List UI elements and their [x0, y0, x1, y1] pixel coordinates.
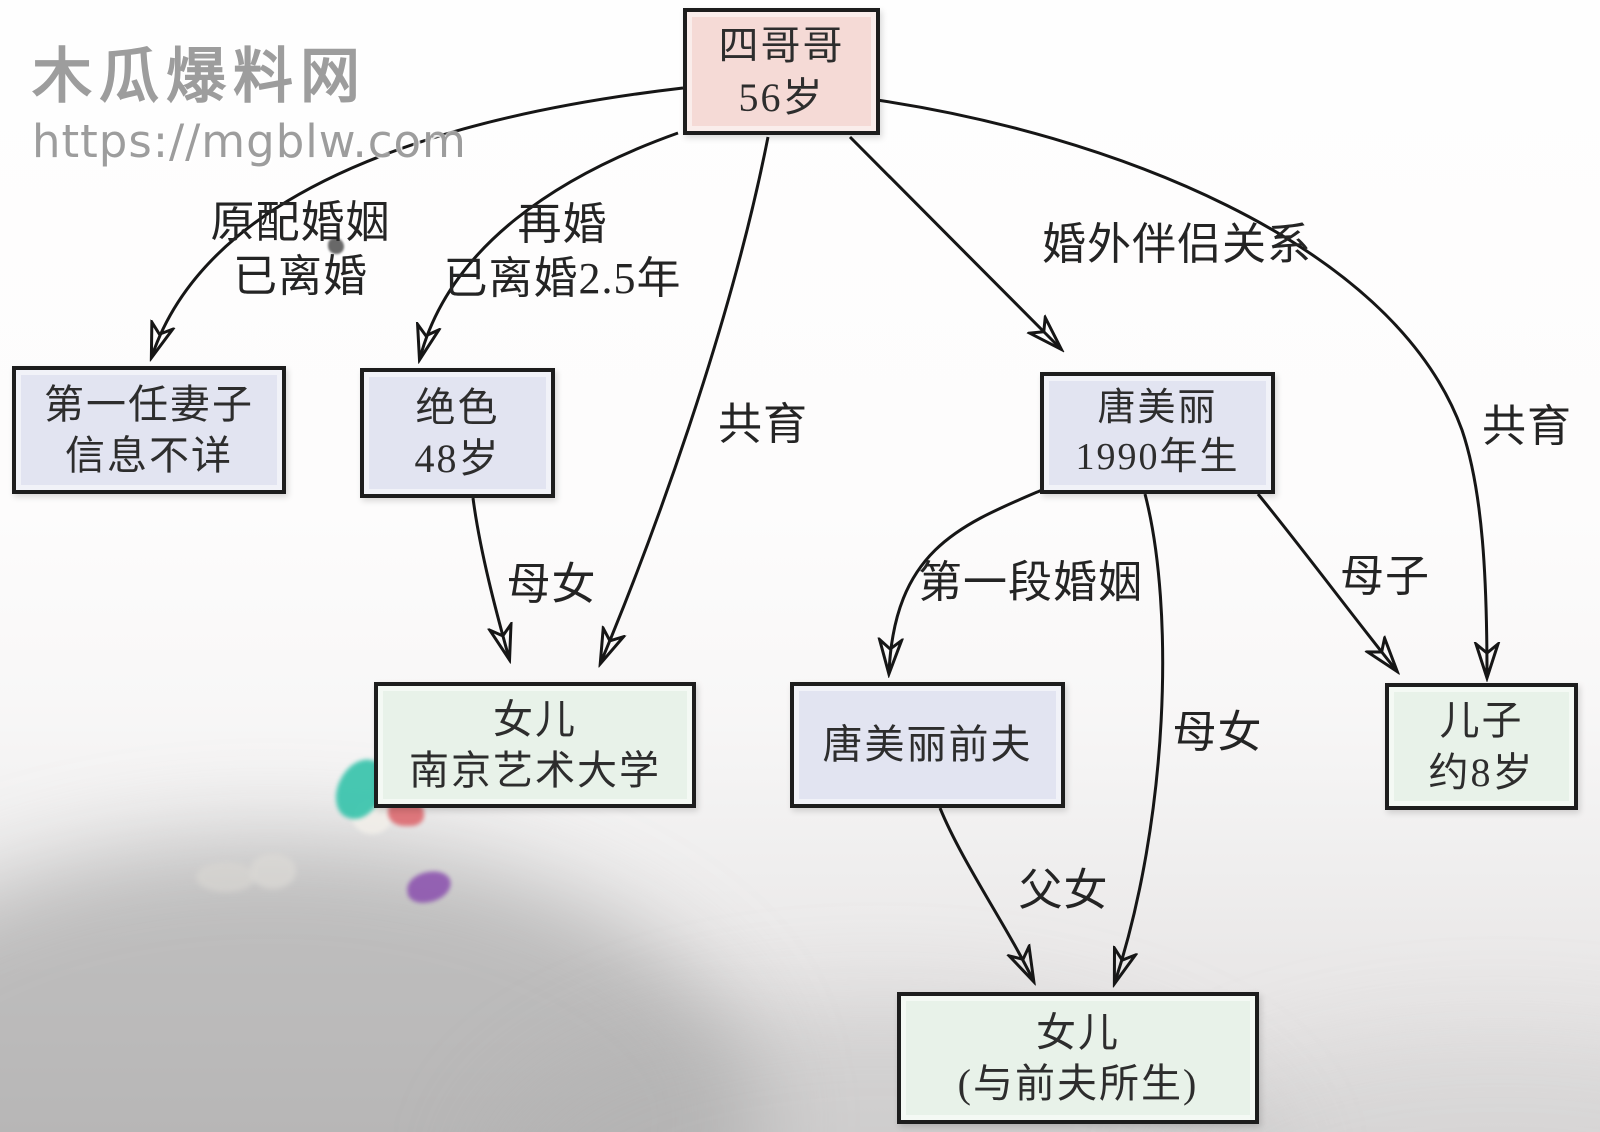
watermark-url: https://mgblw.com — [32, 115, 467, 168]
node-first-wife: 第一任妻子 信息不详 — [12, 366, 286, 494]
node-daughter-with-ex: 女儿 (与前夫所生) — [897, 992, 1259, 1124]
edge-label-affair: 婚外伴侣关系 — [1042, 220, 1312, 269]
arrow-mother-daughter-ex — [1115, 493, 1165, 982]
arrow-remarriage — [420, 131, 679, 358]
arrow-father-daughter — [938, 807, 1033, 980]
ink-smudge — [328, 238, 344, 254]
arrow-coparent-daughter — [601, 136, 770, 662]
node-daughter-with-ex-note: (与前夫所生) — [957, 1061, 1199, 1106]
watermark-site-name: 木瓜爆料网 — [32, 42, 367, 112]
edge-label-coparent-daughter: 共育 — [718, 400, 808, 449]
edge-label-father-daughter: 父女 — [1018, 866, 1109, 915]
node-son-name: 儿子 — [1439, 698, 1524, 744]
edge-label-mother-daughter-ex: 母女 — [1172, 708, 1263, 757]
arrow-mother-son — [1256, 493, 1396, 670]
arrow-tang-first-marriage — [889, 488, 1043, 672]
watermark: 木瓜爆料网 https://mgblw.com — [32, 28, 467, 168]
node-second-wife: 绝色 48岁 — [360, 368, 555, 498]
node-tang-ex-husband: 唐美丽前夫 — [790, 682, 1065, 808]
arrow-mother-daughter-art — [471, 497, 509, 658]
node-tang-ex-husband-name: 唐美丽前夫 — [822, 722, 1033, 768]
edge-label-first-marriage-line2: 已离婚 — [233, 251, 368, 301]
node-brother: 四哥哥 56岁 — [683, 8, 880, 135]
node-tang-meili-birth: 1990年生 — [1075, 436, 1240, 478]
edge-label-first-marriage-line1: 原配婚姻 — [210, 198, 391, 247]
node-son-age: 约8岁 — [1428, 749, 1535, 795]
arrow-first-marriage — [152, 86, 684, 356]
edge-label-coparent-son: 共育 — [1482, 402, 1572, 451]
node-first-wife-name: 第一任妻子 — [44, 381, 254, 427]
node-brother-name: 四哥哥 — [718, 23, 845, 69]
edge-label-mother-daughter-art: 母女 — [506, 560, 597, 609]
edge-label-remarriage-line2: 已离婚2.5年 — [443, 253, 682, 303]
faint-gray-sketch — [250, 853, 296, 889]
node-son: 儿子 约8岁 — [1385, 683, 1578, 810]
node-brother-age: 56岁 — [738, 74, 825, 120]
node-tang-meili-name: 唐美丽 — [1097, 387, 1218, 430]
edge-label-remarriage: 再婚 已离婚2.5年 — [420, 198, 705, 305]
edge-label-tang-first-marriage: 第一段婚姻 — [918, 558, 1143, 607]
node-tang-meili: 唐美丽 1990年生 — [1040, 372, 1275, 494]
node-daughter-art-school: 女儿 南京艺术大学 — [374, 682, 696, 808]
faint-gray-sketch — [196, 862, 256, 892]
node-daughter-art-school: 南京艺术大学 — [409, 748, 661, 793]
edge-label-mother-son: 母子 — [1340, 552, 1430, 601]
node-second-wife-age: 48岁 — [414, 436, 501, 481]
edge-label-remarriage-line1: 再婚 — [517, 200, 608, 249]
arrow-coparent-son — [876, 98, 1487, 676]
node-second-wife-name: 绝色 — [415, 384, 500, 430]
node-first-wife-info: 信息不详 — [65, 433, 233, 478]
arrow-affair — [848, 135, 1060, 348]
node-daughter-art-name: 女儿 — [493, 696, 577, 742]
edge-label-first-marriage: 原配婚姻 已离婚 — [193, 196, 408, 303]
node-daughter-with-ex-name: 女儿 — [1036, 1009, 1120, 1055]
